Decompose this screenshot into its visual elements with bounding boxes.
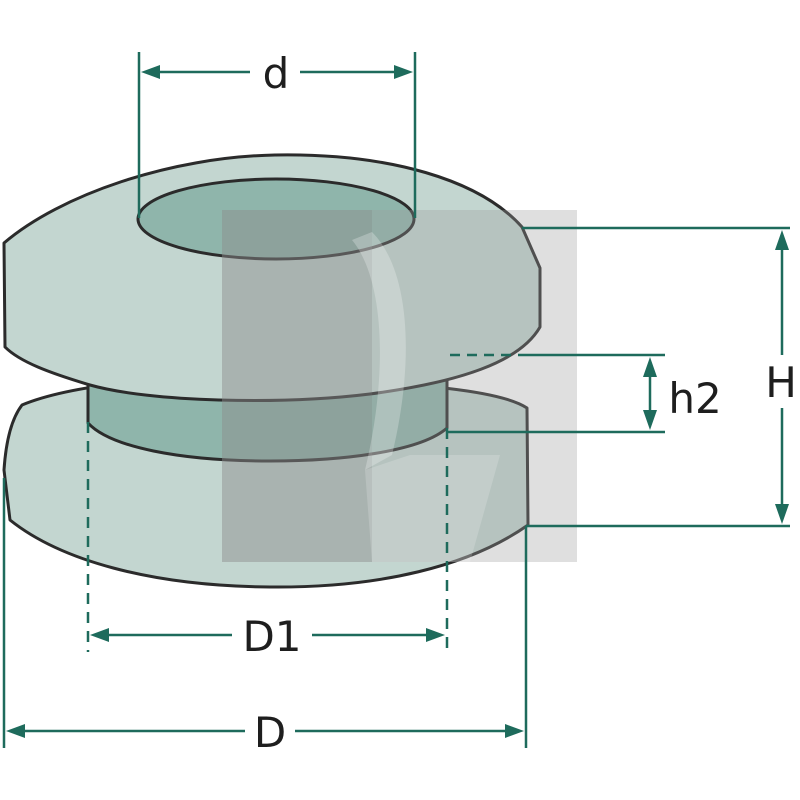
label-h2: h2 — [668, 374, 721, 423]
label-H: H — [765, 358, 797, 407]
watermark-logo — [222, 210, 577, 562]
label-d: d — [263, 49, 290, 98]
label-D1: D1 — [242, 612, 301, 661]
bore-hole — [136, 177, 416, 261]
neck-band — [86, 378, 449, 463]
arrowheads — [6, 65, 789, 738]
label-D: D — [254, 708, 286, 757]
